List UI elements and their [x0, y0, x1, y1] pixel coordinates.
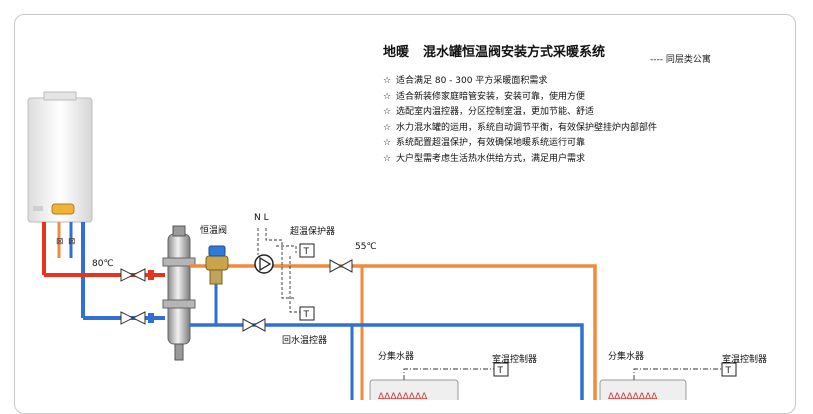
svg-text:ᐃᐃᐃᐃᐃᐃᐃᐃ: ᐃᐃᐃᐃᐃᐃᐃᐃ	[608, 392, 658, 400]
piping-diagram: ⊠ ⊠	[27, 91, 737, 400]
pump-icon	[254, 254, 274, 274]
svg-text:T: T	[303, 310, 310, 320]
manifold: ᐃᐃᐃᐃᐃᐃᐃᐃ	[369, 379, 459, 400]
feature-list: ☆适合满足 80 - 300 平方采暖面积需求 ☆适合新装修家庭暗管安装，安装可…	[383, 74, 657, 168]
feature-item: ☆选配室内温控器，分区控制室温，更加节能、舒适	[383, 105, 657, 121]
sensor-box: T	[721, 362, 737, 377]
mixed-supply-pipe	[190, 264, 597, 400]
room-thermostat-label: 室温控制器	[492, 355, 538, 365]
room-thermostat-label: 室温控制器	[722, 355, 768, 365]
feature-item: ☆适合新装修家庭暗管安装，安装可靠，使用方便	[383, 90, 657, 106]
sensor-box: T	[493, 362, 509, 377]
svg-text:ᐃᐃᐃᐃᐃᐃᐃᐃ: ᐃᐃᐃᐃᐃᐃᐃᐃ	[378, 392, 428, 400]
return-thermostat-label: 回水温控器	[282, 336, 328, 346]
control-wiring	[257, 228, 302, 313]
valve-icon	[242, 318, 266, 332]
star-icon: ☆	[383, 122, 392, 133]
power-nl-label: N L	[254, 213, 269, 223]
star-icon: ☆	[383, 91, 392, 102]
star-icon: ☆	[383, 107, 392, 118]
sensor-box: T	[299, 306, 315, 321]
title-main: 地暖	[383, 45, 410, 60]
sensor-box: T	[299, 243, 315, 258]
diagram-title: 地暖混水罐恒温阀安装方式采暖系统	[383, 41, 605, 60]
svg-text:⊠: ⊠	[68, 237, 76, 247]
pipe-fitting	[148, 270, 154, 280]
feature-item: ☆水力混水罐的运用，系统自动调节平衡，有效保护壁挂炉内部部件	[383, 121, 657, 137]
manifold-label: 分集水器	[608, 352, 645, 362]
temp-55-label: 55℃	[355, 242, 377, 252]
manifold-label: 分集水器	[378, 352, 415, 362]
star-icon: ☆	[383, 76, 392, 86]
svg-text:⊠: ⊠	[56, 237, 64, 247]
feature-item: ☆大户型需考虑生活热水供给方式，满足用户需求	[383, 152, 657, 168]
feature-item: ☆适合满足 80 - 300 平方采暖面积需求	[383, 74, 657, 90]
diagram-subtitle: ---- 同层类公寓	[650, 55, 711, 65]
temp-80-label: 80℃	[92, 259, 114, 269]
valve-icon	[120, 268, 146, 282]
star-icon: ☆	[383, 153, 392, 164]
title-system: 混水罐恒温阀安装方式采暖系统	[423, 45, 606, 60]
room-thermostat-wire	[403, 368, 494, 380]
room-thermostat-wire	[633, 368, 722, 380]
valve-icon	[120, 311, 146, 325]
svg-text:T: T	[303, 247, 310, 257]
manifold: ᐃᐃᐃᐃᐃᐃᐃᐃ	[599, 379, 687, 400]
mixing-tank	[162, 225, 196, 361]
star-icon: ☆	[383, 138, 392, 149]
overtemp-protector-label: 超温保护器	[290, 227, 336, 237]
secondary-return-pipe	[190, 323, 584, 400]
svg-text:T: T	[497, 366, 504, 376]
valve-icon	[329, 259, 353, 273]
thermostatic-valve-label: 恒温阀	[200, 226, 228, 236]
feature-item: ☆系统配置超温保护，有效确保地暖系统运行可靠	[383, 136, 657, 152]
thermostatic-valve	[205, 245, 229, 285]
boiler	[27, 91, 93, 223]
svg-text:T: T	[725, 366, 732, 376]
boiler-connections: ⊠ ⊠	[42, 222, 85, 318]
pipe-fitting	[148, 313, 154, 323]
